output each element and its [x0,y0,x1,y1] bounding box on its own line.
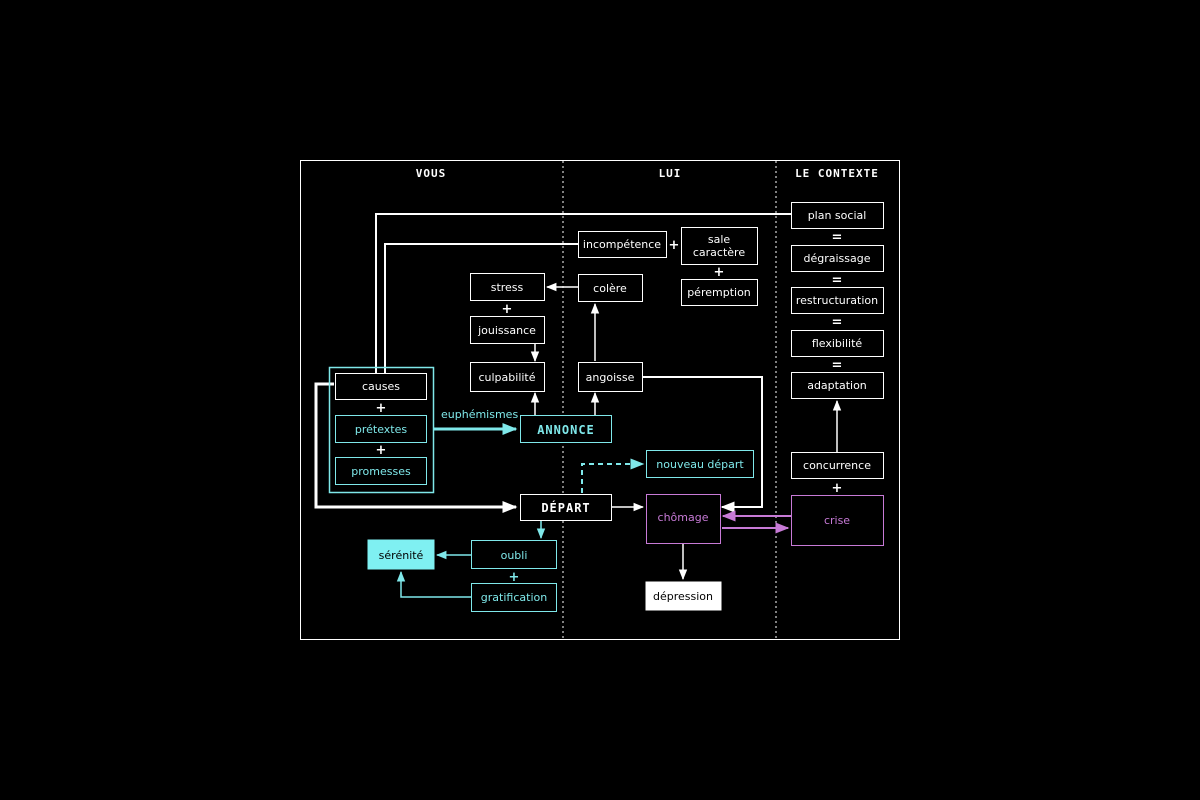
node-concurrence-label: concurrence [803,459,871,472]
node-oubli: oubli [471,540,557,569]
node-incompetence: incompétence [578,231,667,258]
column-header-lui: LUI [659,167,682,180]
node-gratification: gratification [471,583,557,612]
node-degraissage: dégraissage [791,245,884,272]
node-culpabilite-label: culpabilité [478,371,535,384]
edge-gratification-serenite [396,570,471,598]
node-angoisse-label: angoisse [586,371,635,384]
node-flexibilite-label: flexibilité [812,337,863,350]
node-concurrence: concurrence [791,452,884,479]
plus-sign-oubli-gratification: + [509,570,520,585]
node-depart-label: DÉPART [541,500,590,515]
plus-sign-causes-pretextes: + [376,401,387,416]
node-peremption-label: péremption [687,286,751,299]
node-oubli-label: oubli [501,549,528,562]
edge-causes-incompetence [384,243,578,373]
node-serenite: sérénité [367,539,435,570]
node-colere-label: colère [593,282,627,295]
node-promesses: promesses [335,457,427,485]
group-causes-pretextes-promesses [328,366,435,494]
column-header-contexte: LE CONTEXTE [795,167,879,180]
node-crise-label: crise [824,514,850,527]
node-plan-social-label: plan social [808,209,867,222]
node-restructuration-label: restructuration [796,294,878,307]
edge-causes-plan-social [375,213,791,373]
node-pretextes: prétextes [335,415,427,443]
node-chomage: chômage [646,494,721,544]
node-promesses-label: promesses [351,465,411,478]
node-peremption: péremption [681,279,758,306]
node-nouveau-depart: nouveau départ [646,450,754,478]
equals-sign-4: = [832,358,843,373]
node-annonce: ANNONCE [520,415,612,443]
node-angoisse: angoisse [578,362,643,392]
plus-sign-pretextes-promesses: + [376,443,387,458]
diagram-frame [300,160,900,640]
node-sale-caractere-label-line2: caractère [693,246,745,259]
equals-sign-3: = [832,315,843,330]
edge-depart-nouveau-depart [581,458,645,493]
node-restructuration: restructuration [791,287,884,314]
column-header-vous: VOUS [416,167,447,180]
node-adaptation-label: adaptation [807,379,867,392]
node-culpabilite: culpabilité [470,362,545,392]
equals-sign-2: = [832,273,843,288]
node-depression: dépression [645,581,722,611]
node-serenite-label: sérénité [379,549,424,562]
node-colere: colère [578,274,643,302]
node-nouveau-depart-label: nouveau départ [656,458,744,471]
node-flexibilite: flexibilité [791,330,884,357]
plus-sign-incompetence-caractere: + [669,238,680,253]
node-causes-label: causes [362,380,400,393]
node-depart: DÉPART [520,494,612,521]
node-sale-caractere: sale caractère [681,227,758,265]
node-causes: causes [335,373,427,400]
node-incompetence-label: incompétence [583,238,661,251]
edge-label-euphemismes: euphémismes [441,408,518,421]
node-crise: crise [791,495,884,546]
node-stress-label: stress [491,281,524,294]
node-gratification-label: gratification [481,591,547,604]
node-stress: stress [470,273,545,301]
edge-causes-depart [314,382,518,513]
plus-sign-caractere-peremption: + [714,265,725,280]
node-adaptation: adaptation [791,372,884,399]
node-depression-label: dépression [653,590,713,603]
equals-sign-1: = [832,230,843,245]
node-annonce-label: ANNONCE [537,423,595,437]
node-jouissance: jouissance [470,316,545,344]
node-sale-caractere-label-line1: sale [708,233,731,246]
node-chomage-label: chômage [658,511,709,524]
node-degraissage-label: dégraissage [803,252,870,265]
edge-angoisse-chomage [643,376,763,513]
node-jouissance-label: jouissance [477,324,536,337]
plus-sign-concurrence-crise: + [832,481,843,496]
node-plan-social: plan social [791,202,884,229]
plus-sign-stress-jouissance: + [502,302,513,317]
node-pretextes-label: prétextes [355,423,408,436]
